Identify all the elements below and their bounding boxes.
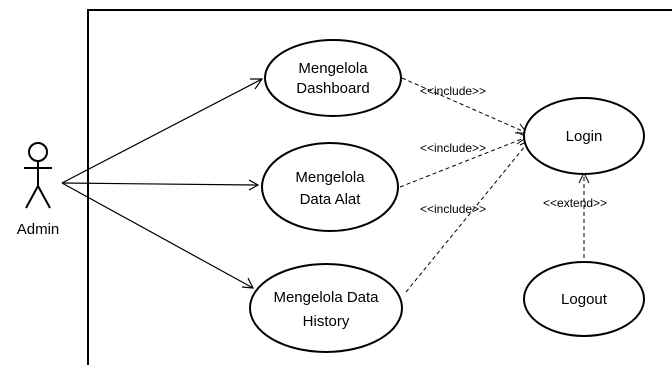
actor-left-leg <box>25 185 39 209</box>
use-case-history-shape <box>249 263 403 353</box>
include-line-data-alat <box>399 136 528 188</box>
use-case-dashboard-shape <box>264 39 402 117</box>
use-case-dashboard[interactable]: Mengelola Dashboard <box>264 39 402 117</box>
association-history <box>61 182 254 289</box>
associations <box>61 78 264 289</box>
association-dashboard <box>61 78 263 184</box>
association-data-alat <box>61 182 259 186</box>
arrowhead-dashboard <box>250 78 264 90</box>
dependencies <box>399 77 590 293</box>
actor-admin[interactable]: Admin <box>17 142 60 238</box>
use-case-data-alat-line2: Data Alat <box>300 191 362 208</box>
include-label-data-alat: <<include>> <box>420 141 486 155</box>
use-case-history-line2: History <box>303 313 350 330</box>
use-case-logout-label: Logout <box>561 291 608 308</box>
extend-label: <<extend>> <box>543 196 607 210</box>
use-case-data-alat-line1: Mengelola <box>295 169 365 186</box>
system-boundary <box>87 9 672 365</box>
actor-right-leg <box>37 185 51 209</box>
actor-head <box>28 142 48 162</box>
include-label-history: <<include>> <box>420 202 486 216</box>
use-case-login-shape <box>523 97 645 175</box>
use-case-logout-shape <box>523 261 645 337</box>
use-case-history-line1: Mengelola Data <box>273 289 379 306</box>
include-line-history <box>405 139 531 293</box>
actor-label: Admin <box>17 221 60 238</box>
use-case-login[interactable]: Login <box>523 97 645 175</box>
arrowhead-data-alat <box>248 179 260 191</box>
use-case-dashboard-line1: Mengelola <box>298 60 368 77</box>
use-case-history[interactable]: Mengelola Data History <box>249 263 403 353</box>
use-case-data-alat-shape <box>261 142 399 232</box>
use-case-logout[interactable]: Logout <box>523 261 645 337</box>
include-line-dashboard <box>401 77 528 134</box>
include-label-dashboard: <<include>> <box>420 84 486 98</box>
use-case-data-alat[interactable]: Mengelola Data Alat <box>261 142 399 232</box>
use-case-dashboard-line2: Dashboard <box>296 80 369 97</box>
use-case-login-label: Login <box>566 128 603 145</box>
arrowhead-history <box>241 277 255 289</box>
